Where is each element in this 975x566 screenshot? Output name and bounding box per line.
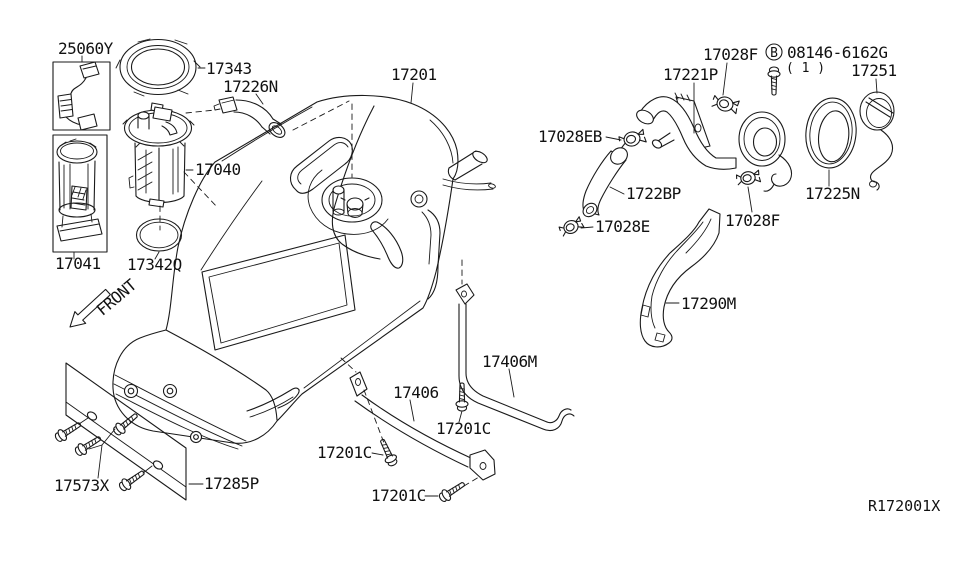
front-direction-arrow xyxy=(70,289,110,327)
part-label-25060Y: 25060Y xyxy=(58,39,114,58)
part-label-17201C-2: 17201C xyxy=(436,419,491,438)
plate-screws-17573X xyxy=(52,409,152,494)
sump-grommet xyxy=(190,431,202,443)
quantity-label: ( 1 ) xyxy=(786,61,825,76)
part-label-17028F-2: 17028F xyxy=(725,211,780,230)
oring-17342Q xyxy=(137,219,182,251)
bolt-17201C xyxy=(375,436,400,469)
part-label-17221P: 17221P xyxy=(663,65,718,84)
part-label-17028F-1: 17028F xyxy=(703,45,758,64)
part-label-17201: 17201 xyxy=(391,65,437,84)
part-label-17290M: 17290M xyxy=(681,294,736,313)
filler-cap-17251 xyxy=(860,92,894,190)
part-label-17028E: 17028E xyxy=(595,217,650,236)
part-label-17406M: 17406M xyxy=(482,352,537,371)
label-leader-lines xyxy=(74,56,877,496)
sump-grommet xyxy=(162,383,178,399)
filler-neck-protector-17290M xyxy=(640,209,720,347)
tank-strap-17406 xyxy=(341,358,495,480)
filler-hose-1722BP xyxy=(580,144,630,219)
part-label-17225N: 17225N xyxy=(805,184,860,203)
lock-ring-17343 xyxy=(116,39,200,96)
part-label-17041: 17041 xyxy=(55,254,101,273)
screw-17573X xyxy=(72,432,104,459)
part-label-17201C-3: 17201C xyxy=(371,486,426,505)
bolt-shank xyxy=(767,66,781,96)
assembly-dashed-lines xyxy=(160,101,352,230)
clamp-17028EB xyxy=(617,128,647,150)
clamp-17028E xyxy=(557,215,585,238)
part-label-17251: 17251 xyxy=(851,61,897,80)
part-label-17040: 17040 xyxy=(195,160,241,179)
part-label-17226N: 17226N xyxy=(223,77,278,96)
part-label-17406: 17406 xyxy=(393,383,439,402)
part-label-17573X: 17573X xyxy=(54,476,110,495)
screw-17573X xyxy=(116,466,148,494)
clamp-17028F-top xyxy=(710,93,740,115)
part-label-08146-6162G: 08146-6162G xyxy=(787,43,887,62)
part-labels: 25060Y 17343 17226N 17201 17040 17041 17… xyxy=(54,39,940,515)
bolt-17201C xyxy=(436,478,468,505)
fuel-pump-module-17040 xyxy=(123,103,194,207)
tank-strap-17406M xyxy=(456,260,574,431)
hose-17226N xyxy=(214,97,288,140)
screw-17573X xyxy=(52,418,84,445)
part-label-17342Q: 17342Q xyxy=(127,255,182,274)
callout-letter-B: B xyxy=(770,46,778,61)
sump-grommet xyxy=(123,383,139,399)
protector-plate-17285P xyxy=(66,363,186,500)
sender-unit-box-25060Y xyxy=(53,62,110,130)
callout-circle-B xyxy=(766,44,782,60)
bolt-B-08146-6162G xyxy=(766,44,782,96)
part-label-17028EB: 17028EB xyxy=(538,127,602,146)
bolt-17201C xyxy=(455,382,469,412)
fuel-tank-17201 xyxy=(113,95,496,449)
part-label-1722BP: 1722BP xyxy=(626,184,681,203)
strap-bolts-17201C xyxy=(364,382,479,505)
neck-seal-17225N xyxy=(802,96,859,171)
diagram-reference-code: R172001X xyxy=(868,497,940,515)
clamp-17028F-bottom xyxy=(735,169,762,187)
part-label-17201C-1: 17201C xyxy=(317,443,372,462)
part-label-17285P: 17285P xyxy=(204,474,259,493)
pump-assembly-box-17041 xyxy=(53,135,107,252)
filler-neck-17221P xyxy=(634,93,791,191)
part-label-17343: 17343 xyxy=(206,59,252,78)
screw-17573X xyxy=(110,409,142,438)
